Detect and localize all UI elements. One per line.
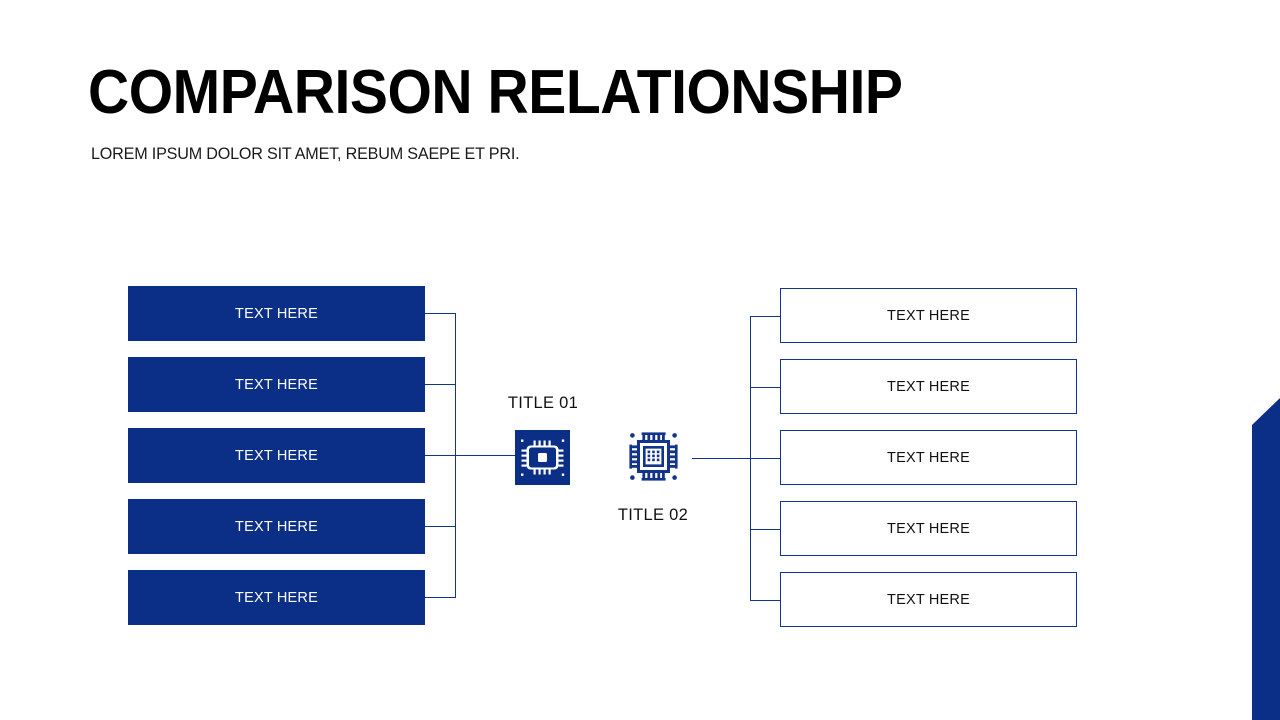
right-item-label: TEXT HERE xyxy=(887,520,970,537)
left-item-label: TEXT HERE xyxy=(235,376,318,393)
left-connector-stub-5 xyxy=(425,597,456,599)
right-item-5[interactable]: TEXT HERE xyxy=(780,572,1077,627)
right-item-1[interactable]: TEXT HERE xyxy=(780,288,1077,343)
left-item-1[interactable]: TEXT HERE xyxy=(128,286,425,341)
right-connector-trunk xyxy=(692,458,750,460)
right-item-2[interactable]: TEXT HERE xyxy=(780,359,1077,414)
right-item-label: TEXT HERE xyxy=(887,307,970,324)
right-item-label: TEXT HERE xyxy=(887,591,970,608)
left-connector-trunk xyxy=(456,455,515,457)
left-item-5[interactable]: TEXT HERE xyxy=(128,570,425,625)
left-item-4[interactable]: TEXT HERE xyxy=(128,499,425,554)
left-item-label: TEXT HERE xyxy=(235,447,318,464)
page-subtitle: LOREM IPSUM DOLOR SIT AMET, REBUM SAEPE … xyxy=(91,144,520,163)
right-connector-stub-3 xyxy=(750,458,781,460)
right-connector-stub-4 xyxy=(750,529,781,531)
center-title-01: TITLE 01 xyxy=(507,394,579,412)
corner-accent-bar xyxy=(1252,398,1280,720)
page-title: COMPARISON RELATIONSHIP xyxy=(88,58,903,127)
left-connector-stub-1 xyxy=(425,313,456,315)
right-item-label: TEXT HERE xyxy=(887,449,970,466)
left-connector-stub-2 xyxy=(425,384,456,386)
left-connector-stub-3 xyxy=(425,455,456,457)
left-item-3[interactable]: TEXT HERE xyxy=(128,428,425,483)
right-item-label: TEXT HERE xyxy=(887,378,970,395)
left-connector-stub-4 xyxy=(425,526,456,528)
right-connector-stub-5 xyxy=(750,600,781,602)
center-title-02: TITLE 02 xyxy=(617,506,689,524)
right-item-4[interactable]: TEXT HERE xyxy=(780,501,1077,556)
right-item-3[interactable]: TEXT HERE xyxy=(780,430,1077,485)
right-connector-stub-2 xyxy=(750,387,781,389)
cpu-chip-filled-icon[interactable] xyxy=(515,430,570,485)
left-item-2[interactable]: TEXT HERE xyxy=(128,357,425,412)
left-item-label: TEXT HERE xyxy=(235,589,318,606)
right-connector-stub-1 xyxy=(750,316,781,318)
left-item-label: TEXT HERE xyxy=(235,305,318,322)
cpu-chip-outline-icon[interactable] xyxy=(625,428,682,485)
left-item-label: TEXT HERE xyxy=(235,518,318,535)
